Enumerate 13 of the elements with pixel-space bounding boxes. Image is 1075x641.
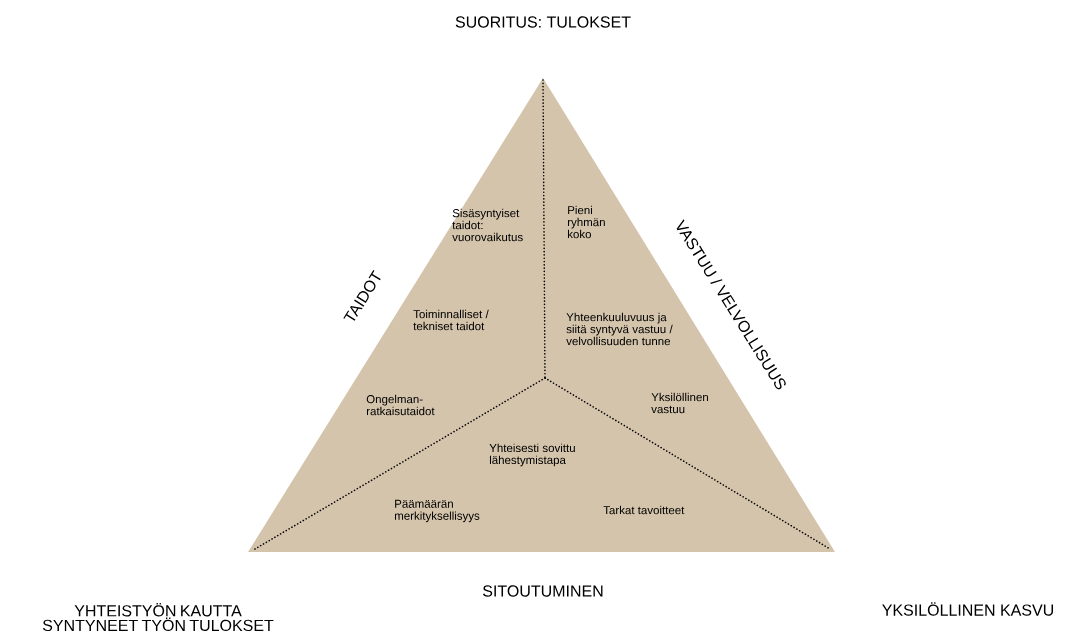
corner-label: YKSILÖLLINEN KASVU	[882, 602, 1053, 616]
region-text: Pieni ryhmän koko	[568, 205, 605, 239]
region-text: Yhteisesti sovittu lähestymistapa	[489, 443, 575, 467]
region-text: Yhteenkuuluvuus ja siitä syntyvä vastuu / velvollisuuden tunne	[566, 312, 673, 346]
region-text: Päämäärän merkityksellisyys	[395, 499, 480, 523]
vertex-label: SITOUTUMINEN	[483, 585, 603, 597]
region-text: Yksilöllinen vastuu	[651, 392, 708, 414]
region-text: Tarkat tavoitteet	[603, 505, 685, 515]
region-text: Ongelman- ratkaisutaidot	[366, 394, 435, 416]
corner-label: YHTEISTYÖN KAUTTA SYNTYNEET TYÖN TULOKSET	[42, 602, 274, 632]
region-text: Toiminnalliset / tekniset taidot	[413, 309, 489, 331]
vertex-label: SUORITUS: TULOKSET	[455, 16, 631, 28]
region-text: Sisäsyntyiset taidot: vuorovaikutus	[452, 208, 523, 242]
